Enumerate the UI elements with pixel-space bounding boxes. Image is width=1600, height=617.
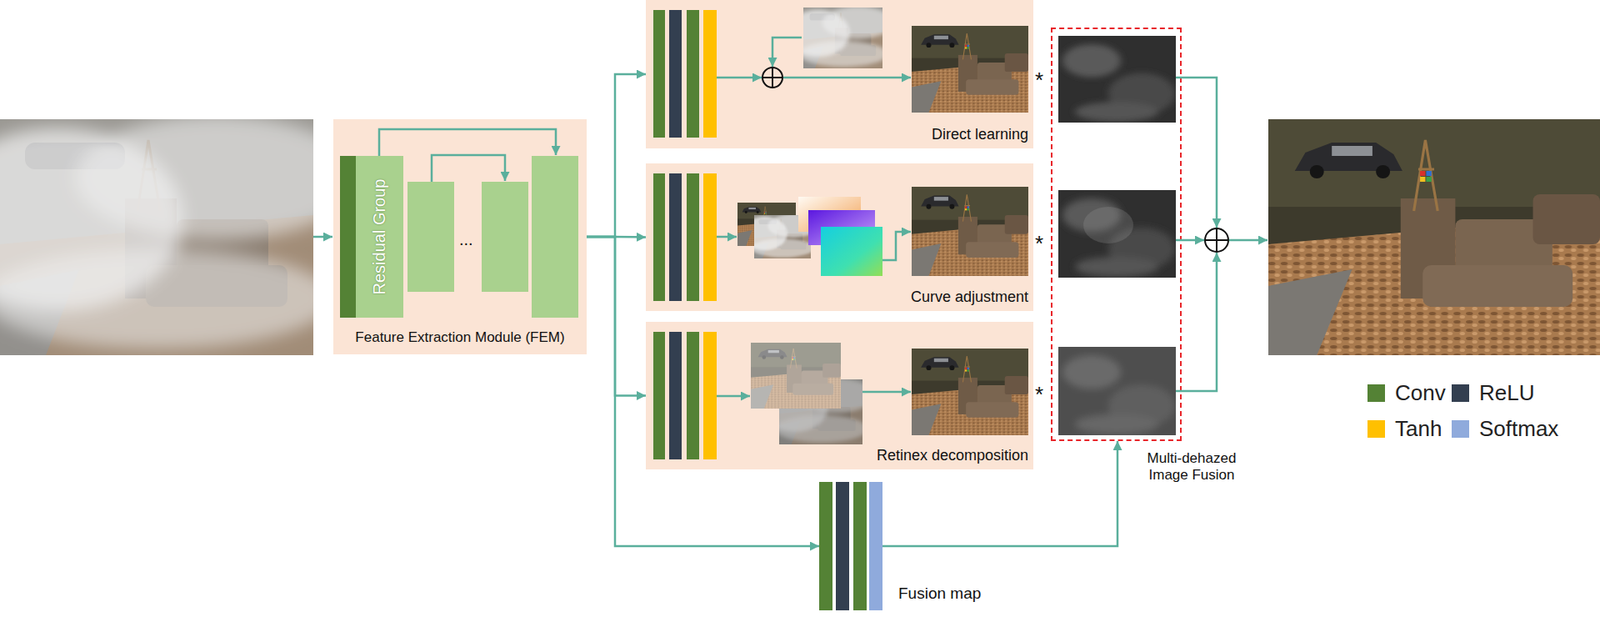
retinex-images bbox=[750, 342, 841, 409]
input-image bbox=[0, 115, 359, 355]
connector bbox=[586, 236, 646, 396]
output-image bbox=[1268, 119, 1600, 355]
legend-swatch bbox=[1367, 384, 1385, 402]
fem-blocks bbox=[407, 181, 455, 292]
ellipsis: ... bbox=[459, 230, 474, 248]
legend-swatch bbox=[1451, 384, 1470, 402]
flow-arrow bbox=[313, 235, 333, 239]
flow-arrow bbox=[431, 155, 505, 182]
branch-label: Curve adjustment bbox=[910, 288, 1029, 307]
curve-maps bbox=[737, 186, 1029, 276]
legend-text: Softmax bbox=[1479, 417, 1559, 440]
fem-blocks bbox=[531, 155, 579, 318]
layer-bars bbox=[703, 173, 717, 301]
direct-learning-images bbox=[911, 25, 1029, 113]
sum-symbol bbox=[762, 67, 783, 88]
input-image bbox=[0, 115, 359, 355]
legend-text: Tanh bbox=[1395, 417, 1442, 440]
legend-item: Conv bbox=[1367, 381, 1452, 404]
legend-swatch bbox=[1367, 420, 1385, 438]
retinex-images bbox=[750, 342, 841, 409]
label-anchor: * bbox=[1035, 69, 1044, 91]
layer-bars bbox=[653, 173, 665, 301]
connector bbox=[586, 236, 820, 546]
layer-bars bbox=[669, 173, 682, 301]
layer-bars bbox=[653, 10, 665, 138]
weight-maps bbox=[1058, 35, 1176, 435]
retinex-images bbox=[750, 342, 1029, 445]
retinex-images bbox=[911, 348, 1029, 435]
block-label: Residual Group bbox=[370, 179, 390, 295]
label-anchor: ... bbox=[459, 230, 474, 248]
flow-arrow bbox=[783, 76, 911, 80]
flow-arrow bbox=[716, 395, 750, 398]
layer-bars bbox=[686, 10, 700, 138]
direct-learning-images bbox=[786, 6, 1029, 113]
connector bbox=[882, 440, 1118, 546]
label-anchor: * bbox=[1035, 232, 1044, 255]
weight-maps bbox=[1058, 190, 1176, 278]
fem-blocks bbox=[340, 155, 356, 318]
flow-arrow bbox=[716, 235, 737, 239]
weight-maps bbox=[1058, 346, 1176, 435]
module-label: Feature Extraction Module (FEM) bbox=[355, 329, 565, 346]
sum-symbol bbox=[762, 67, 783, 88]
flow-arrow bbox=[772, 37, 802, 67]
legend-item: ReLU bbox=[1451, 381, 1559, 404]
weight-maps bbox=[1058, 35, 1176, 123]
flow-arrow bbox=[1175, 77, 1217, 228]
layer-bars bbox=[686, 173, 700, 301]
flow-arrow bbox=[1229, 239, 1268, 242]
legend-item: Softmax bbox=[1451, 417, 1559, 440]
direct-learning-images bbox=[786, 6, 895, 69]
label-anchor: * bbox=[1035, 383, 1044, 405]
weight-maps bbox=[1083, 206, 1134, 244]
layer-bars bbox=[703, 10, 717, 138]
layer-bars bbox=[653, 331, 665, 460]
flow-arrow bbox=[1175, 239, 1205, 242]
sum-symbol bbox=[762, 67, 1229, 252]
connectors bbox=[586, 74, 1118, 546]
legend-text: Conv bbox=[1395, 381, 1446, 404]
fem-blocks bbox=[340, 155, 579, 318]
flow-arrow bbox=[862, 390, 911, 394]
multiply-sign: * bbox=[1035, 69, 1044, 91]
legend: Conv ReLU Tanh Softmax bbox=[1367, 381, 1559, 440]
block-label: Fusion map bbox=[898, 584, 981, 604]
legend-swatch bbox=[1451, 420, 1470, 438]
curve-maps bbox=[820, 226, 883, 276]
multiply-sign: * bbox=[1035, 232, 1044, 255]
fem-blocks bbox=[481, 181, 529, 292]
layer-bars bbox=[686, 331, 700, 460]
sum-symbol bbox=[1205, 228, 1229, 252]
sum-symbol bbox=[1205, 228, 1229, 252]
legend-item: Tanh bbox=[1367, 417, 1452, 440]
residual-group: Residual Group bbox=[355, 155, 404, 318]
branch-label: Direct learning bbox=[931, 125, 1029, 145]
fusion-map-block: Fusion map bbox=[819, 481, 883, 610]
flow-arrow bbox=[313, 37, 1268, 396]
connector bbox=[586, 74, 646, 237]
output-image bbox=[1268, 119, 1600, 355]
region-label: Multi-dehazed Image Fusion bbox=[1137, 450, 1246, 485]
legend-text: ReLU bbox=[1479, 381, 1535, 404]
flow-arrow bbox=[379, 129, 556, 156]
layer-bars bbox=[669, 10, 682, 138]
flow-arrow bbox=[716, 76, 762, 80]
multiply-sign: * bbox=[1035, 383, 1044, 405]
layer-bars bbox=[669, 331, 682, 460]
flow-arrow bbox=[1175, 252, 1217, 391]
curve-maps bbox=[911, 186, 1029, 276]
layer-bars bbox=[653, 10, 717, 460]
branch-label: Retinex decomposition bbox=[876, 446, 1029, 465]
weight-maps bbox=[1058, 346, 1176, 435]
flow-arrow bbox=[882, 231, 911, 260]
layer-bars bbox=[703, 331, 717, 460]
